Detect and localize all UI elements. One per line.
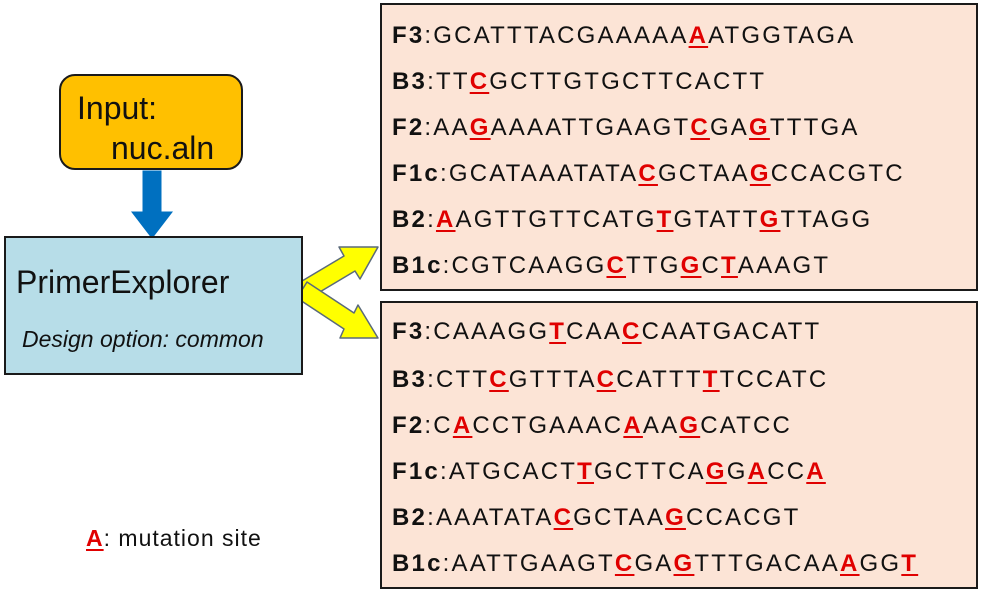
mutation-site: T bbox=[702, 366, 720, 393]
down-arrow-icon bbox=[130, 170, 174, 239]
mutation-site: T bbox=[721, 252, 738, 279]
mutation-site: C bbox=[553, 504, 574, 531]
primer-label: F2 bbox=[392, 412, 425, 439]
primer-label: B3 bbox=[392, 366, 428, 393]
mutation-site: A bbox=[806, 458, 826, 485]
primer-row: B2:AAGTTGTTCATGTGTATTGTTAGG bbox=[392, 206, 873, 233]
input-filename: nuc.aln bbox=[111, 130, 215, 166]
mutation-site: A bbox=[452, 412, 473, 439]
tool-name: PrimerExplorer bbox=[16, 264, 230, 300]
primer-row: F1c:ATGCACTTGCTTCAGGACCA bbox=[392, 458, 826, 485]
mutation-site: A bbox=[623, 412, 643, 439]
primer-row: F3:GCATTTACGAAAAAAATGGTAGA bbox=[392, 22, 856, 49]
primer-sequence: TTCGCTTGTGCTTCACTT bbox=[435, 68, 767, 95]
mutation-site: T bbox=[577, 458, 595, 485]
primer-label: F2 bbox=[392, 114, 425, 141]
legend: A: mutation site bbox=[86, 525, 262, 552]
primer-sequence: CTTCGTTTACCATTTTTCCATC bbox=[435, 366, 829, 393]
mutation-site: G bbox=[679, 412, 701, 439]
primer-row: F1c:GCATAAATATACGCTAAGCCACGTC bbox=[392, 160, 905, 187]
primer-label: B1c bbox=[392, 252, 443, 279]
primer-label: B3 bbox=[392, 68, 428, 95]
design-option: Design option: common bbox=[22, 326, 264, 352]
primer-sequence: AAGTTGTTCATGTGTATTGTTAGG bbox=[435, 206, 873, 233]
primer-label: B2 bbox=[392, 504, 428, 531]
legend-text: : mutation site bbox=[103, 525, 262, 551]
mutation-site: C bbox=[596, 366, 617, 393]
primer-sequence: AATTGAAGTCGAGTTTGACAAAGGT bbox=[451, 550, 919, 577]
mutation-site: A bbox=[435, 206, 456, 233]
mutation-site: G bbox=[680, 252, 702, 279]
mutation-site: A bbox=[747, 458, 768, 485]
branch-arrow-down-icon bbox=[296, 281, 379, 339]
primer-row: F2:CACCTGAAACAAAGCATCC bbox=[392, 412, 793, 439]
mutation-site: G bbox=[749, 160, 771, 187]
mutation-site: C bbox=[690, 114, 710, 141]
mutation-site: G bbox=[749, 114, 770, 141]
mutation-site: C bbox=[638, 160, 658, 187]
mutation-site: G bbox=[759, 206, 781, 233]
input-label: Input: bbox=[77, 90, 158, 126]
primer-sequence: AAATATACGCTAAGCCACGT bbox=[435, 504, 801, 531]
primer-label: F3 bbox=[392, 318, 425, 345]
input-box: Input: nuc.aln bbox=[59, 74, 243, 170]
primer-label: F3 bbox=[392, 22, 425, 49]
primer-row: B1c:AATTGAAGTCGAGTTTGACAAAGGT bbox=[392, 550, 919, 577]
primer-row: F2:AAGAAAATTGAAGTCGAGTTTGA bbox=[392, 114, 860, 141]
mutation-site: C bbox=[622, 318, 642, 345]
primer-row: F3:CAAAGGTCAACCAATGACATT bbox=[392, 318, 822, 345]
primer-row: B3:TTCGCTTGTGCTTCACTT bbox=[392, 68, 767, 95]
mutation-site: T bbox=[901, 550, 919, 577]
legend-marker: A bbox=[86, 525, 104, 551]
primer-label: B1c bbox=[392, 550, 443, 577]
primer-sequence: CACCTGAAACAAAGCATCC bbox=[433, 412, 793, 439]
primer-label: F1c bbox=[392, 458, 440, 485]
mutation-site: G bbox=[705, 458, 727, 485]
mutation-site: C bbox=[606, 252, 627, 279]
mutation-site: T bbox=[549, 318, 567, 345]
primer-sequence: CAAAGGTCAACCAATGACATT bbox=[433, 318, 822, 345]
mutation-site: G bbox=[673, 550, 695, 577]
mutation-site: G bbox=[665, 504, 686, 531]
primer-explorer-box: PrimerExplorer Design option: common bbox=[4, 236, 303, 375]
primer-set-panel-2: F3:CAAAGGTCAACCAATGACATT B3:CTTCGTTTACCA… bbox=[380, 301, 978, 589]
mutation-site: C bbox=[614, 550, 635, 577]
primer-sequence: GCATTTACGAAAAAAATGGTAGA bbox=[433, 22, 856, 49]
primer-sequence: AAGAAAATTGAAGTCGAGTTTGA bbox=[433, 114, 860, 141]
mutation-site: C bbox=[489, 366, 509, 393]
mutation-site: T bbox=[656, 206, 674, 233]
mutation-site: G bbox=[469, 114, 491, 141]
primer-row: B2:AAATATACGCTAAGCCACGT bbox=[392, 504, 801, 531]
primer-set-panel-1: F3:GCATTTACGAAAAAAATGGTAGA B3:TTCGCTTGTG… bbox=[380, 3, 978, 291]
primer-sequence: GCATAAATATACGCTAAGCCACGTC bbox=[448, 160, 905, 187]
primer-sequence: ATGCACTTGCTTCAGGACCA bbox=[448, 458, 826, 485]
primer-label: F1c bbox=[392, 160, 440, 187]
branch-arrow-up-icon bbox=[296, 246, 379, 300]
primer-sequence: CGTCAAGGCTTGGCTAAAGT bbox=[451, 252, 831, 279]
mutation-site: A bbox=[840, 550, 860, 577]
primer-row: B1c:CGTCAAGGCTTGGCTAAAGT bbox=[392, 252, 831, 279]
mutation-site: A bbox=[688, 22, 709, 49]
primer-label: B2 bbox=[392, 206, 428, 233]
primer-row: B3:CTTCGTTTACCATTTTTCCATC bbox=[392, 366, 829, 393]
mutation-site: C bbox=[469, 68, 490, 95]
